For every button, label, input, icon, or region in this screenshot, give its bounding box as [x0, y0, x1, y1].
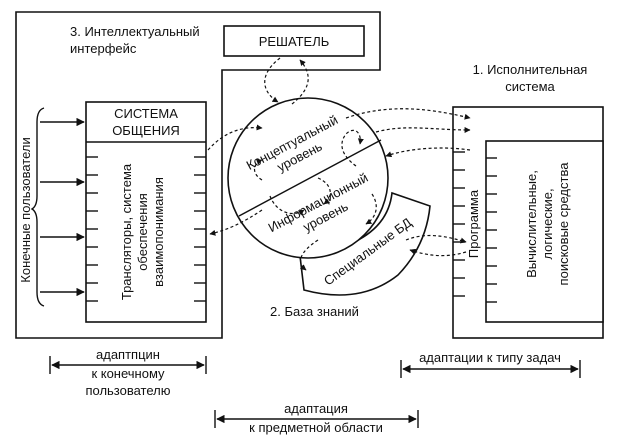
svg-text:обеспечения: обеспечения [135, 193, 150, 271]
program-text: Программа [466, 189, 481, 258]
adaptation-user-2: к конечному [91, 366, 165, 381]
knowledge-level-divider [238, 139, 382, 217]
solver-box [223, 25, 365, 57]
tools-text: Вычислительные, логические, поисковые ср… [524, 162, 571, 286]
svg-text:логические,: логические, [540, 188, 555, 259]
communication-system-box [85, 101, 207, 323]
communication-ticks-right [194, 156, 206, 302]
knowledge-base-circle [227, 97, 389, 259]
translators-text: Трансляторы, система обеспечения взаимоп… [119, 163, 166, 300]
execution-title-2: система [505, 79, 555, 94]
svg-text:взаимопонимания: взаимопонимания [151, 177, 166, 287]
interface-title-1: 3. Интеллектуальный [70, 24, 200, 39]
interface-title-2: интерфейс [70, 41, 137, 56]
info-flows [207, 57, 471, 271]
svg-text:Вычислительные,: Вычислительные, [524, 170, 539, 278]
svg-text:поисковые средства: поисковые средства [556, 162, 571, 286]
adaptation-task-1: адаптации к типу задач [419, 350, 561, 365]
communication-title-2: ОБЩЕНИЯ [112, 123, 180, 138]
adaptation-domain-2: к предметной области [249, 420, 383, 435]
end-users-label-group: Конечные пользователи [18, 137, 33, 282]
communication-title-1: СИСТЕМА [114, 106, 178, 121]
tools-box [485, 140, 604, 323]
knowledge-base-caption: 2. База знаний [270, 304, 359, 319]
adaptation-user-3: пользователю [85, 383, 170, 398]
solver-label: РЕШАТЕЛЬ [259, 34, 330, 49]
end-user-arrows [40, 117, 85, 297]
communication-ticks-left [86, 156, 98, 302]
program-ticks [453, 151, 465, 297]
adaptation-user: адаптпцин к конечному пользователю [49, 347, 207, 398]
adaptation-task: адаптации к типу задач [400, 350, 581, 378]
tools-ticks [486, 157, 497, 303]
end-users-brace [30, 107, 45, 307]
adaptation-user-1: адаптпцин [96, 347, 160, 362]
end-users-label: Конечные пользователи [18, 137, 33, 282]
adaptation-domain: адаптация к предметной области [214, 401, 419, 435]
svg-text:Трансляторы, система: Трансляторы, система [119, 163, 134, 300]
svg-text:Программа: Программа [466, 189, 481, 258]
execution-title-1: 1. Исполнительная [473, 62, 588, 77]
adaptation-domain-1: адаптация [284, 401, 348, 416]
